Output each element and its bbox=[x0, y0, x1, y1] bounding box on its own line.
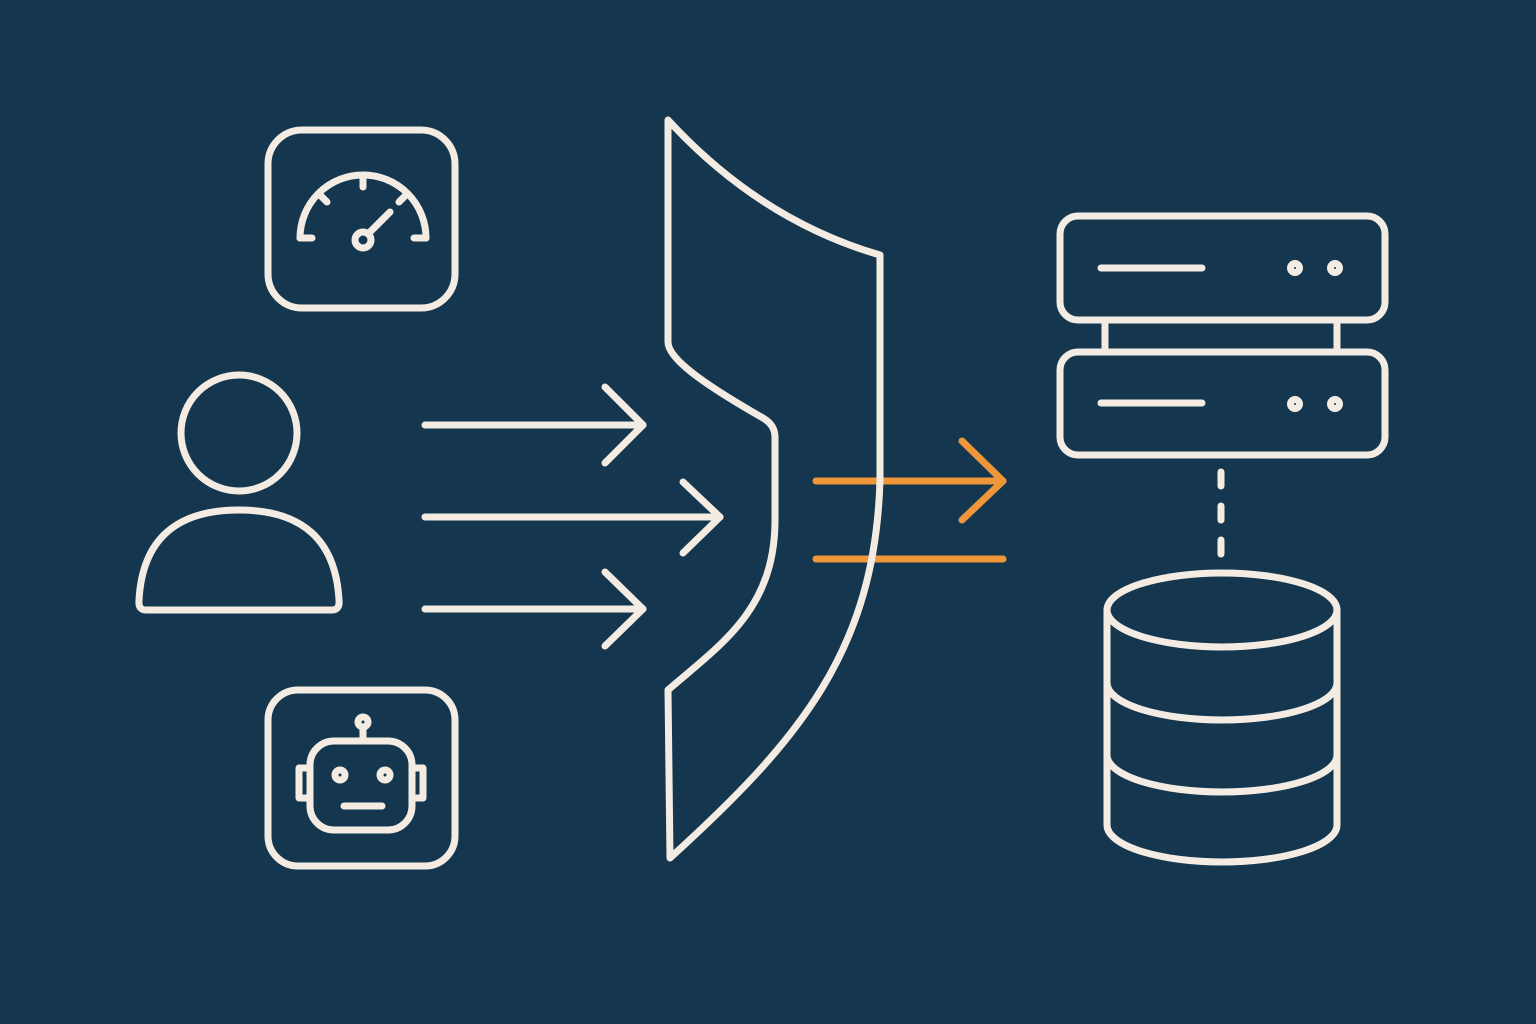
incoming-arrow-bottom bbox=[421, 568, 647, 650]
filtered-arrow bbox=[812, 437, 1007, 524]
server-rack-icon bbox=[1056, 212, 1389, 459]
user-icon bbox=[135, 371, 343, 614]
database-icon bbox=[1103, 569, 1341, 866]
shield-filter-icon bbox=[664, 116, 884, 862]
robot-icon bbox=[264, 686, 459, 870]
incoming-arrow-top bbox=[421, 383, 647, 467]
incoming-arrow-middle bbox=[421, 478, 724, 557]
speedometer-icon bbox=[264, 126, 459, 312]
